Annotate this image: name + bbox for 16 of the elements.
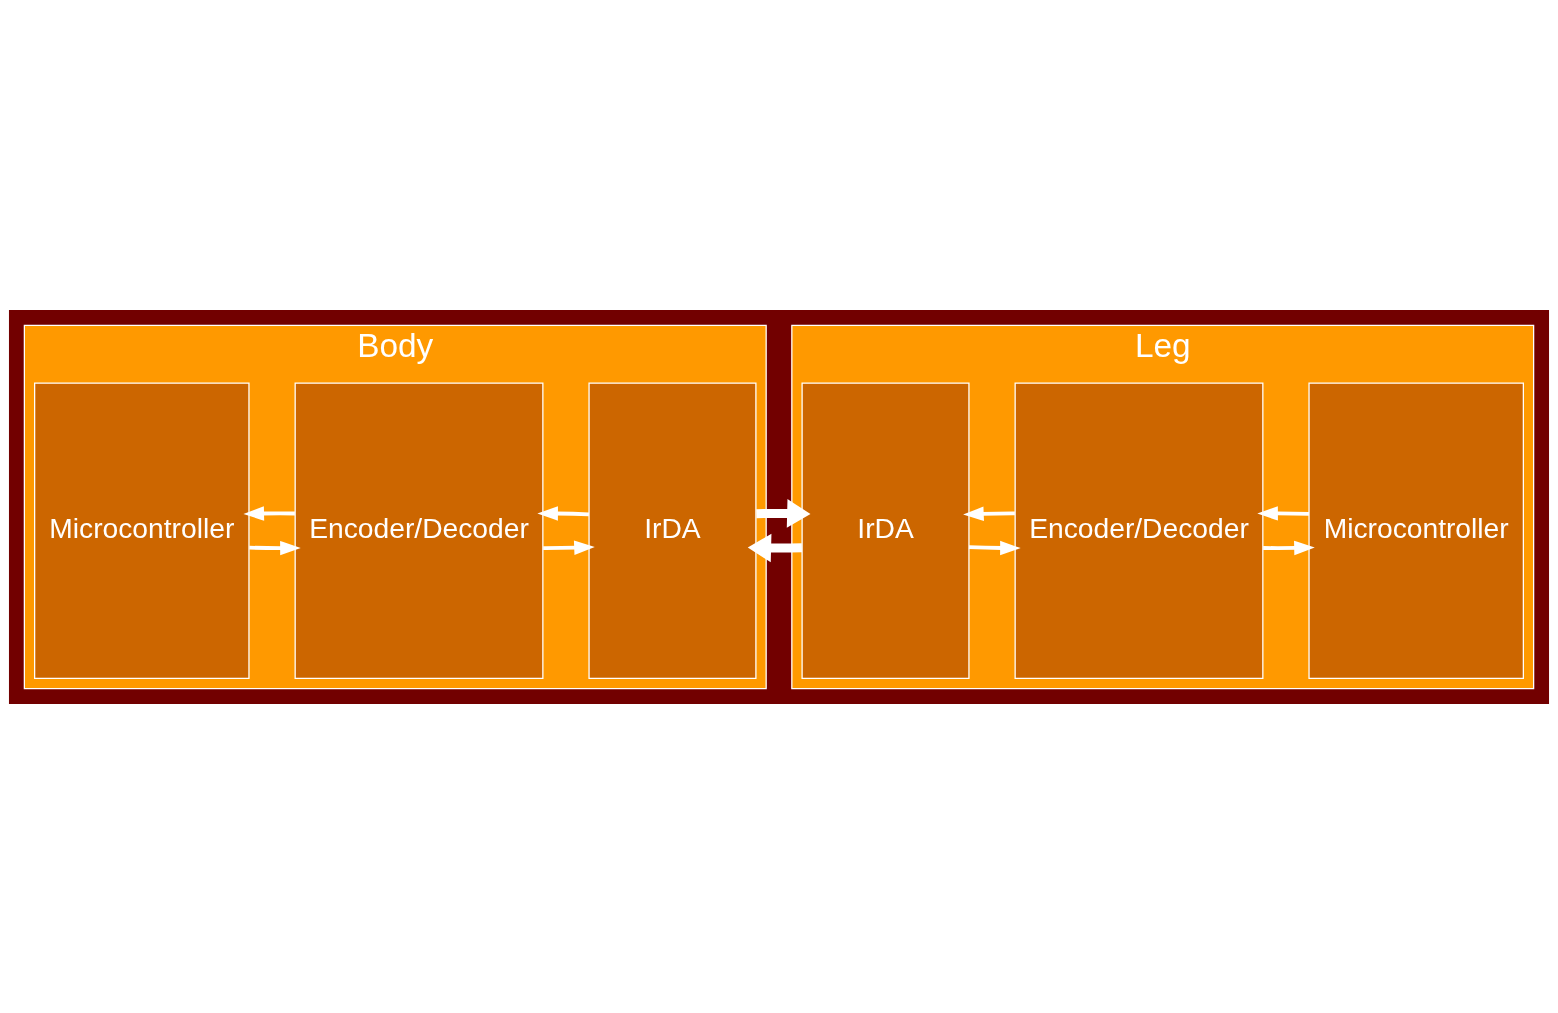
- arrow: [963, 506, 1015, 521]
- arrow: [968, 540, 1021, 555]
- arrow: [537, 505, 590, 521]
- arrow: [1257, 505, 1309, 521]
- arrow: [543, 539, 595, 555]
- arrow: [249, 540, 301, 555]
- arrow: [756, 498, 811, 528]
- node-box: Microcontroller: [34, 382, 250, 679]
- node-box: IrDA: [588, 382, 757, 679]
- arrow: [1263, 540, 1315, 555]
- arrow: [747, 533, 803, 562]
- node-box: Microcontroller: [1308, 382, 1524, 679]
- node-box: Encoder/Decoder: [1014, 382, 1264, 679]
- arrow: [243, 505, 295, 521]
- node-box: Encoder/Decoder: [294, 382, 544, 679]
- node-box: IrDA: [801, 382, 970, 679]
